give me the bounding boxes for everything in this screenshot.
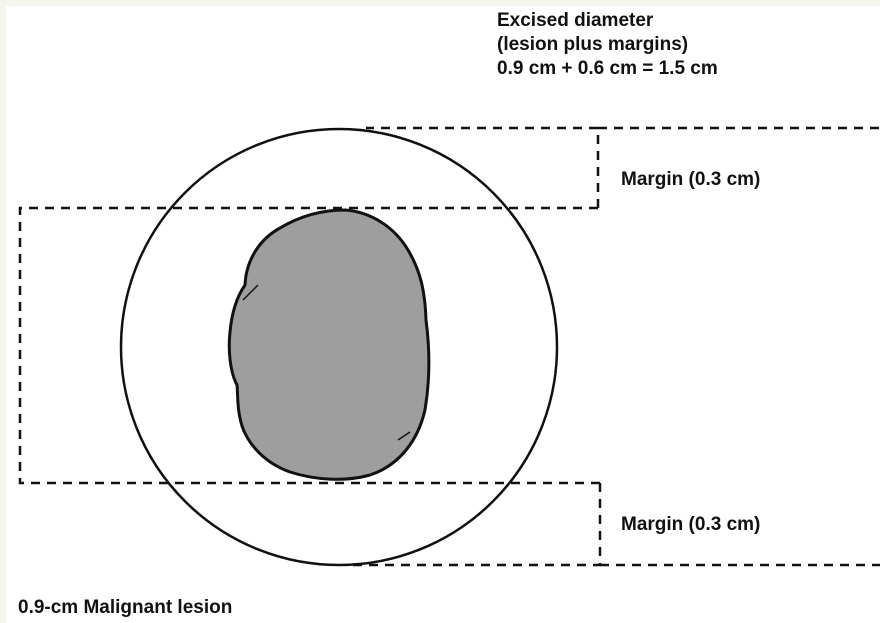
excised-title: Excised diameter bbox=[497, 9, 718, 33]
top-margin-label: Margin (0.3 cm) bbox=[621, 168, 760, 192]
bottom-margin-label: Margin (0.3 cm) bbox=[621, 513, 760, 537]
excised-formula: 0.9 cm + 0.6 cm = 1.5 cm bbox=[497, 57, 718, 81]
excised-subtitle: (lesion plus margins) bbox=[497, 33, 718, 57]
lesion-label: 0.9-cm Malignant lesion bbox=[18, 596, 232, 620]
top-margin-bracket bbox=[366, 128, 598, 208]
dashed-guides bbox=[20, 128, 880, 565]
bottom-margin-bracket bbox=[345, 483, 600, 565]
excised-diameter-label: Excised diameter (lesion plus margins) 0… bbox=[497, 9, 718, 81]
